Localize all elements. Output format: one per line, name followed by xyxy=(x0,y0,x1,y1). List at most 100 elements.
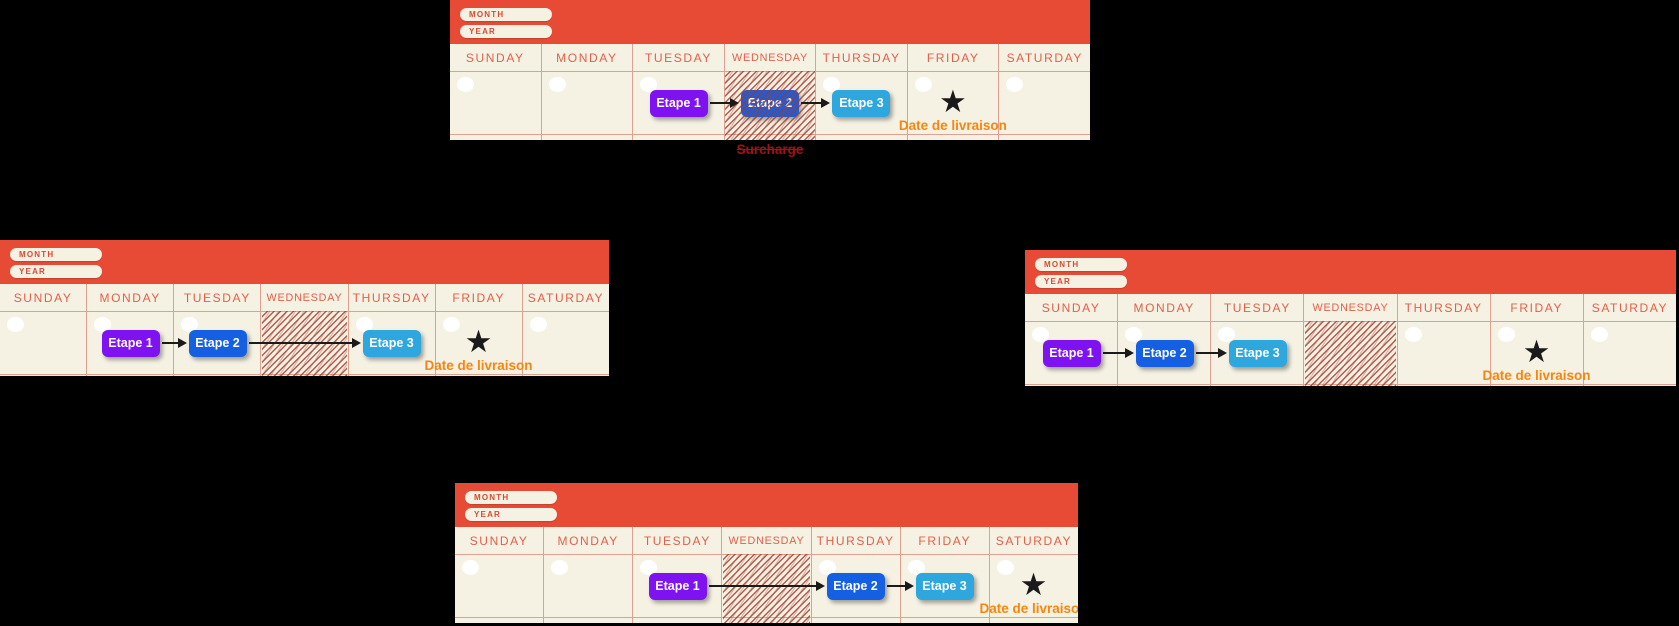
day-header-sunday: SUNDAY xyxy=(469,533,529,548)
flow-arrow-head xyxy=(1124,348,1134,358)
day-number-circle xyxy=(1404,327,1422,342)
calendar-day-cell xyxy=(998,72,1090,134)
day-header-monday: MONDAY xyxy=(86,284,173,311)
calendar-day-cell xyxy=(173,375,260,376)
calendar-day-cell xyxy=(1582,322,1676,384)
day-number-circle xyxy=(640,560,658,575)
day-header-wednesday: WEDNESDAY xyxy=(721,527,810,554)
flow-arrow-line xyxy=(248,342,353,344)
day-header-saturday: SATURDAY xyxy=(521,284,609,311)
calendar-day-cell xyxy=(543,618,632,623)
flow-arrow-head xyxy=(904,581,914,591)
calendar-day-cell xyxy=(1489,385,1583,386)
day-header-sunday: SUNDAY xyxy=(13,290,73,305)
etape-3-button[interactable]: Etape 3 xyxy=(832,90,891,117)
day-header-friday: FRIDAY xyxy=(434,284,522,311)
overload-hatch-pattern xyxy=(1305,321,1396,386)
month-input[interactable]: MONTH xyxy=(460,8,552,21)
day-number-circle xyxy=(1497,327,1515,342)
day-header-thursday: THURSDAY xyxy=(1396,294,1490,321)
flow-arrow-head xyxy=(815,581,825,591)
month-input[interactable]: MONTH xyxy=(10,248,102,261)
calendar-day-cell xyxy=(1489,322,1583,384)
day-header-wednesday: WEDNESDAY xyxy=(723,44,816,71)
day-header-thursday: THURSDAY xyxy=(815,44,907,71)
calendar-day-cell xyxy=(86,312,173,374)
calendar-day-cell xyxy=(1396,322,1490,384)
day-header-thursday: THURSDAY xyxy=(810,527,900,554)
day-header-tuesday: TUESDAY xyxy=(1210,294,1303,321)
day-number-circle xyxy=(914,77,932,92)
day-number-circle xyxy=(529,317,547,332)
flow-arrow-head xyxy=(1217,348,1227,358)
etape-2-button[interactable]: Etape 2 xyxy=(826,573,885,600)
day-header-saturday: SATURDAY xyxy=(1582,294,1676,321)
calendar-header: MONTH YEAR xyxy=(450,0,1090,44)
day-number-circle xyxy=(818,560,836,575)
etape-2-button[interactable]: Etape 2 xyxy=(188,330,247,357)
day-header-monday: MONDAY xyxy=(543,527,632,554)
calendar-day-cell xyxy=(632,555,721,617)
day-number-circle xyxy=(1590,327,1608,342)
month-input[interactable]: MONTH xyxy=(465,491,557,504)
day-number-circle xyxy=(1006,77,1024,92)
calendar-day-cell xyxy=(1117,385,1210,386)
day-number-circle xyxy=(1032,327,1049,342)
day-number-circle xyxy=(548,77,566,92)
calendar-day-cell xyxy=(521,312,609,374)
year-input[interactable]: YEAR xyxy=(1035,275,1127,288)
etape-3-button[interactable]: Etape 3 xyxy=(362,330,421,357)
calendar-day-cell xyxy=(450,72,541,134)
calendar-day-cell xyxy=(988,555,1078,617)
etape-1-button[interactable]: Etape 1 xyxy=(648,573,707,600)
calendar-day-cell xyxy=(1303,322,1396,384)
flow-arrow-head xyxy=(177,338,187,348)
day-header-friday: FRIDAY xyxy=(906,44,999,71)
delivery-date-label: Date de livraison xyxy=(1482,368,1591,383)
calendar-day-cell xyxy=(434,312,522,374)
delivery-star-icon: ★ xyxy=(938,84,967,119)
overload-label: Surcharge xyxy=(736,142,804,157)
day-number-circle xyxy=(94,317,112,332)
calendar-day-cell xyxy=(540,72,633,134)
etape-3-button[interactable]: Etape 3 xyxy=(1228,340,1287,367)
etape-1-button[interactable]: Etape 1 xyxy=(101,330,160,357)
etape-3-button[interactable]: Etape 3 xyxy=(915,573,974,600)
delivery-date-label: Date de livraison xyxy=(898,118,1007,133)
delivery-date-label: Date de livraison xyxy=(979,601,1078,616)
calendar-header: MONTH YEAR xyxy=(0,240,609,284)
day-header-friday: FRIDAY xyxy=(899,527,989,554)
flow-arrow-head xyxy=(821,98,831,108)
year-input[interactable]: YEAR xyxy=(460,25,552,38)
etape-1-button[interactable]: Etape 1 xyxy=(649,90,708,117)
calendar-day-cell xyxy=(632,135,724,140)
calendar-overlay: Etape 1 Etape 2 Etape 3 ★Date de livraison xyxy=(455,483,1078,623)
day-number-circle xyxy=(1125,327,1143,342)
calendar-day-cell xyxy=(260,375,347,376)
year-input[interactable]: YEAR xyxy=(465,508,557,521)
calendar-day-cell xyxy=(988,618,1078,623)
day-number-circle xyxy=(462,560,479,575)
calendar-day-cell xyxy=(1303,385,1396,386)
day-header-wednesday: WEDNESDAY xyxy=(260,284,347,311)
etape-2-button[interactable]: Etape 2 xyxy=(1135,340,1194,367)
day-header-saturday: SATURDAY xyxy=(988,527,1078,554)
calendar-day-cell xyxy=(632,72,724,134)
day-header-friday: FRIDAY xyxy=(1489,294,1583,321)
year-input[interactable]: YEAR xyxy=(10,265,102,278)
flow-arrow-line xyxy=(886,585,906,587)
day-number-circle xyxy=(355,317,373,332)
flow-arrow-line xyxy=(801,102,823,104)
flow-arrow-line xyxy=(709,102,731,104)
delivery-star-icon: ★ xyxy=(1019,567,1048,602)
calendar-day-cell xyxy=(0,312,86,374)
month-input[interactable]: MONTH xyxy=(1035,258,1127,271)
day-header-monday: MONDAY xyxy=(1117,294,1210,321)
calendar-day-cell xyxy=(347,375,435,376)
etape-1-button[interactable]: Etape 1 xyxy=(1042,340,1101,367)
